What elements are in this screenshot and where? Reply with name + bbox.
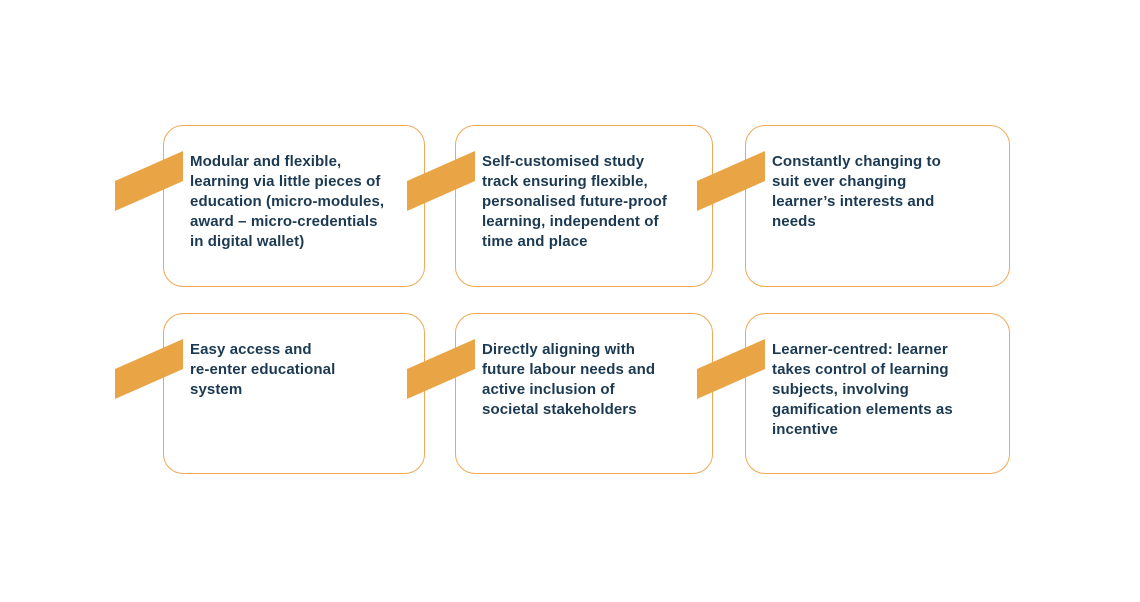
feature-card-easy-access: Easy access and re-enter educational sys… (115, 313, 425, 474)
feature-card-text: Easy access and re-enter educational sys… (190, 341, 336, 398)
feature-card-text: Learner-centred: learner takes control o… (772, 341, 953, 438)
feature-card-text: Directly aligning with future labour nee… (482, 341, 656, 418)
slash-icon (115, 339, 183, 399)
feature-card-labour-alignment: Directly aligning with future labour nee… (407, 313, 713, 474)
feature-card-learner-centred: Learner-centred: learner takes control o… (697, 313, 1010, 474)
feature-card-text: Modular and flexible, learning via littl… (190, 153, 385, 250)
feature-card-text: Self-customised study track ensuring fle… (482, 153, 668, 250)
feature-card-self-customised: Self-customised study track ensuring fle… (407, 125, 713, 287)
slash-icon (115, 151, 183, 211)
feature-card-constantly-changing: Constantly changing to suit ever changin… (697, 125, 1010, 287)
feature-card-text: Constantly changing to suit ever changin… (772, 153, 941, 230)
feature-card-modular-flexible: Modular and flexible, learning via littl… (115, 125, 425, 287)
